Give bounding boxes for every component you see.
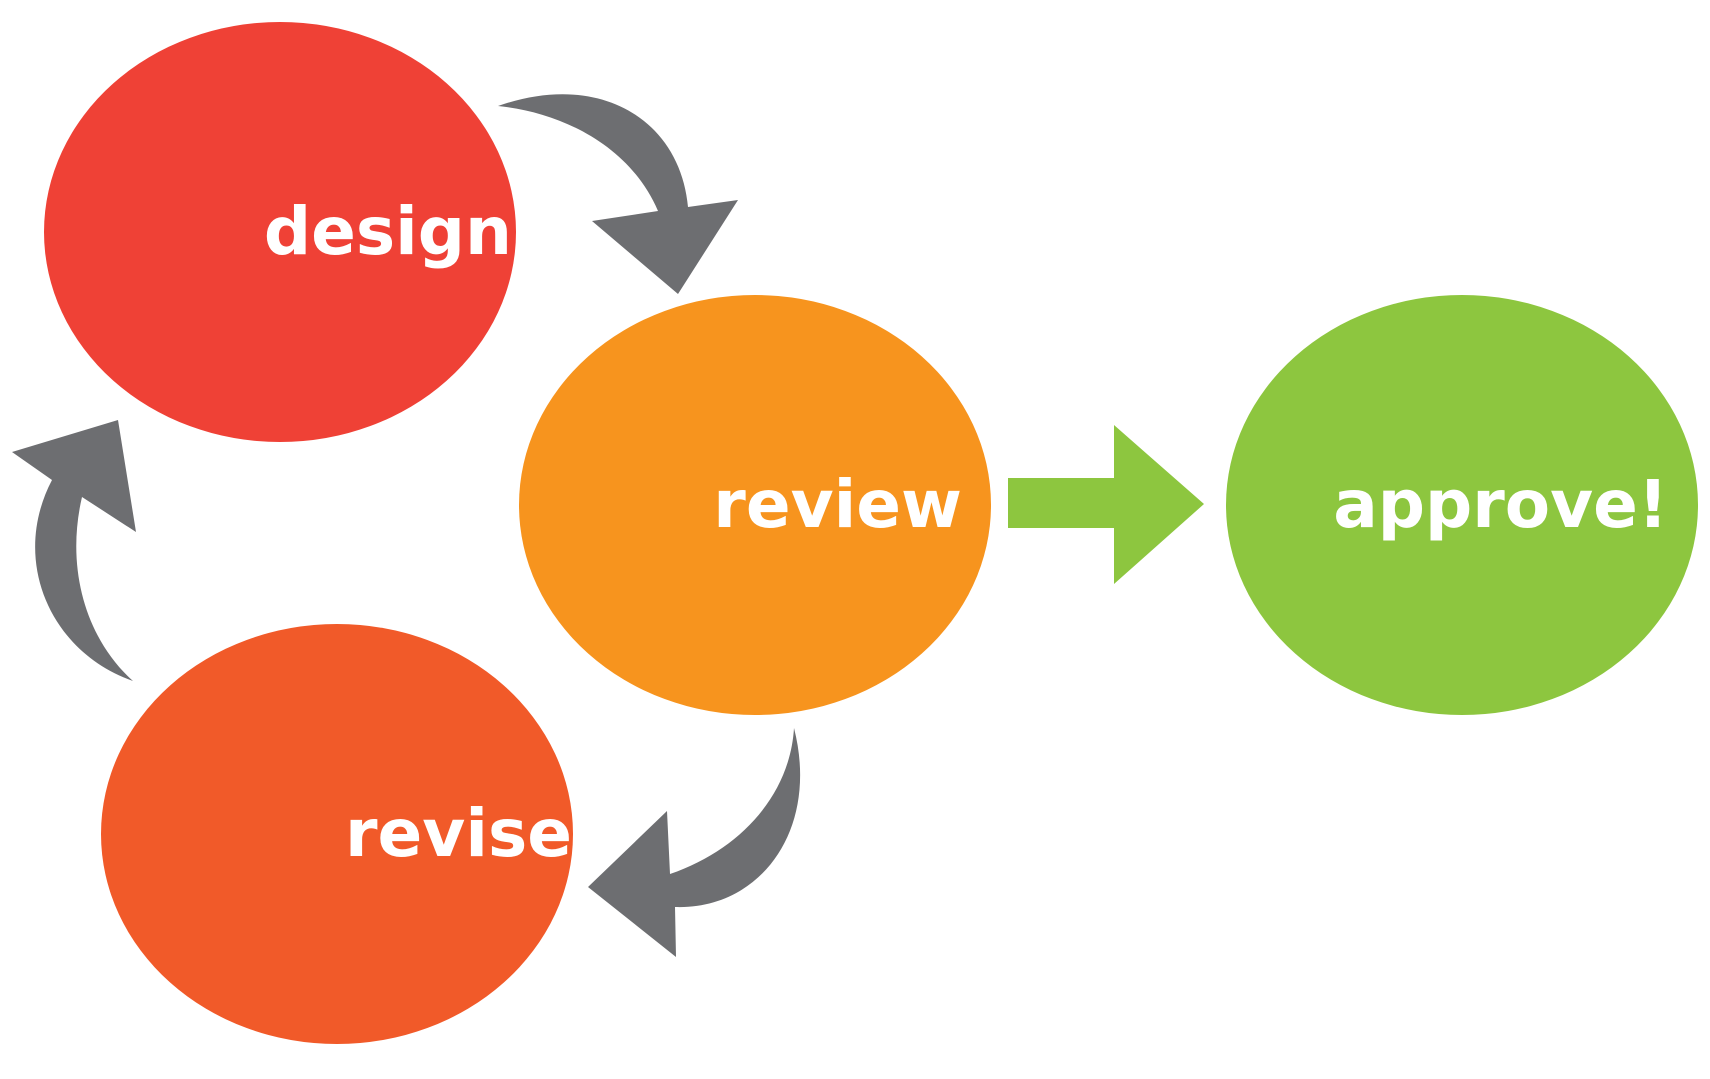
revise-ellipse bbox=[101, 624, 573, 1044]
curved-arrow-design-to-review bbox=[498, 94, 738, 294]
review-label: review bbox=[713, 466, 962, 543]
approve-node: approve! bbox=[1226, 295, 1698, 715]
review-ellipse bbox=[519, 295, 991, 715]
straight-arrow-review-to-approve bbox=[1008, 425, 1204, 584]
revise-node: revise bbox=[101, 624, 573, 1044]
curved-arrow-revise-to-design bbox=[12, 420, 136, 681]
revise-label: revise bbox=[345, 795, 572, 872]
review-node: review bbox=[519, 295, 991, 715]
approve-ellipse bbox=[1226, 295, 1698, 715]
approve-label: approve! bbox=[1333, 466, 1668, 543]
design-ellipse bbox=[44, 22, 516, 442]
design-label: design bbox=[264, 193, 512, 270]
curved-arrow-review-to-revise bbox=[588, 728, 801, 957]
design-node: design bbox=[44, 22, 516, 442]
